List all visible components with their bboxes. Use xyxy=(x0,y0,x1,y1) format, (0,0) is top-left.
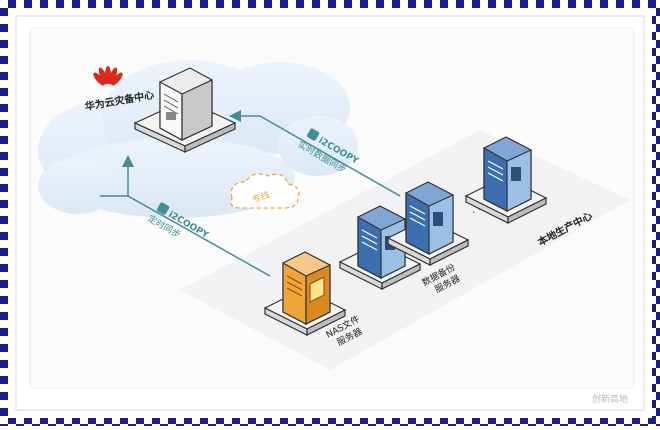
arrow-realtime-sync xyxy=(229,110,401,197)
backup-server-1 xyxy=(338,205,422,290)
huawei-logo-icon xyxy=(93,66,123,86)
nas-server xyxy=(263,251,347,336)
backup-server-3 xyxy=(464,136,548,224)
watermark: 创新高地 xyxy=(592,393,628,405)
backup-server-2 xyxy=(386,181,470,266)
i2coopy-logo-icon xyxy=(156,202,170,215)
inner-frame-line xyxy=(15,15,645,411)
cloud-server xyxy=(133,67,237,153)
i2coopy-logo-icon xyxy=(306,128,320,141)
dedicated-line-cloud: 专线 xyxy=(230,173,300,209)
